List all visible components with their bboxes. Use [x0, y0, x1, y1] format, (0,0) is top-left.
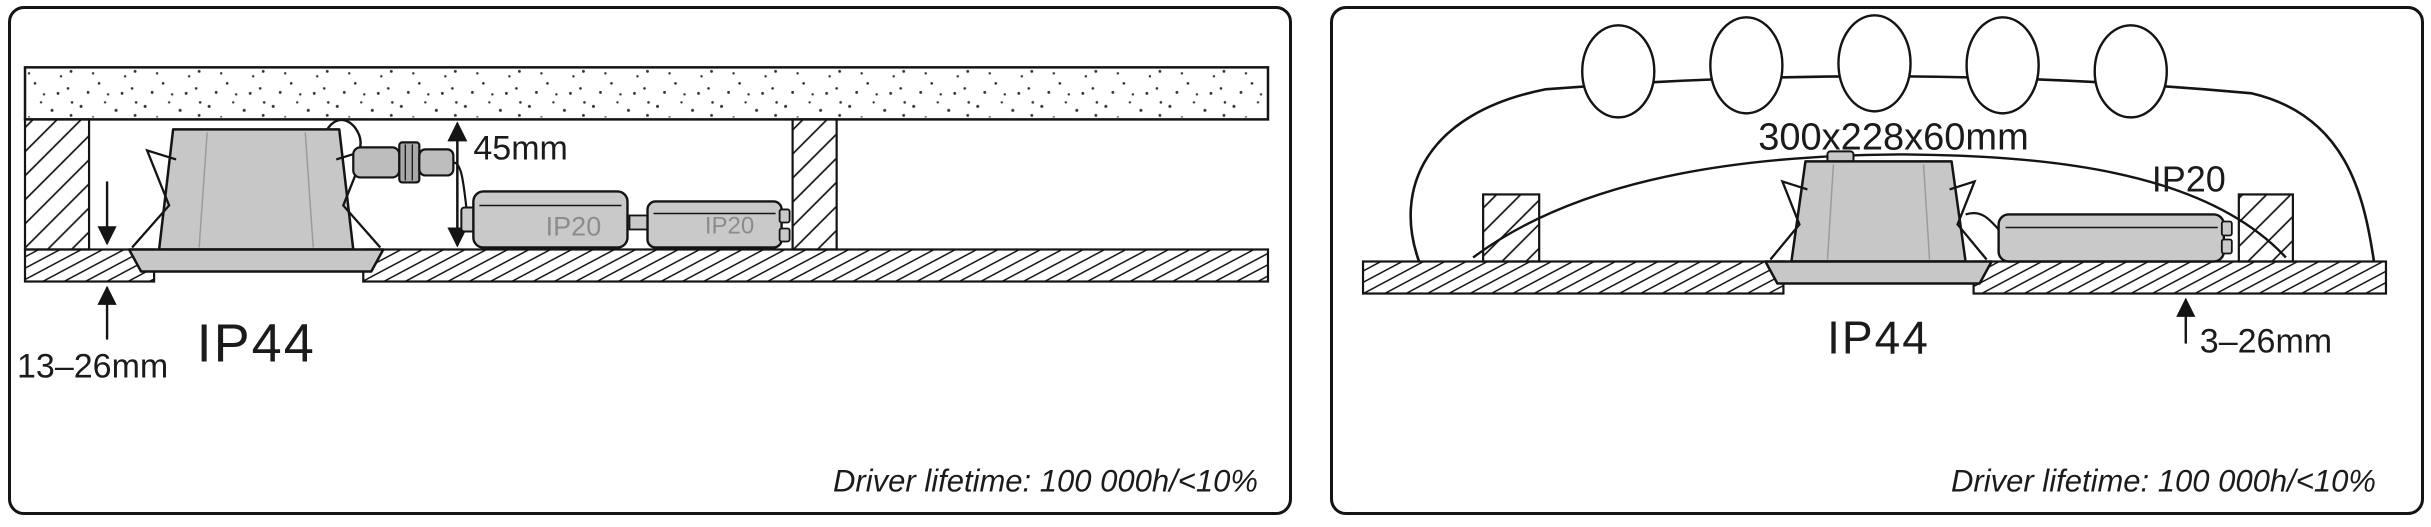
spring-clip-left — [1769, 179, 1808, 261]
driver-box-2: IP20 — [646, 200, 791, 249]
insulation-loop — [1709, 16, 1784, 115]
ceiling-install-panel: 45mm IP20 IP20 13–26mm — [8, 6, 1292, 515]
driver-rating-label: IP20 — [2152, 158, 2226, 199]
driver1-rating-label: IP20 — [546, 211, 602, 241]
driver-box-1: IP20 — [460, 190, 629, 249]
plasterboard-right — [1972, 260, 2388, 295]
insulation-loop — [1581, 24, 1656, 119]
left-joist — [23, 118, 91, 251]
trim-flange — [127, 248, 385, 273]
plug-nut — [398, 141, 421, 184]
insulation-loop — [1965, 16, 2040, 115]
downlight-fixture — [127, 128, 385, 273]
driver-lifetime-note: Driver lifetime: 100 000h/<10% — [1951, 464, 2376, 499]
concrete-slab-speckle — [27, 69, 1266, 118]
insulation-install-panel: 300x228x60mm — [1330, 6, 2424, 515]
spring-clip-right — [1949, 179, 1988, 261]
insulation-underside — [1472, 153, 2287, 259]
fixture-seam-right — [304, 132, 314, 248]
driver-lifetime-note: Driver lifetime: 100 000h/<10% — [833, 464, 1258, 499]
insulation-size-label: 300x228x60mm — [1758, 116, 2029, 158]
right-joist — [2237, 193, 2294, 263]
driver-lead-wire — [453, 161, 468, 208]
driver-latch — [2220, 220, 2233, 237]
fixture-rating-label: IP44 — [197, 314, 316, 374]
board-thickness-label: 3–26mm — [2200, 323, 2332, 361]
plasterboard-left — [1361, 260, 1785, 295]
driver-box — [1997, 213, 2233, 263]
spring-clip-right — [335, 148, 382, 249]
plug-male — [418, 148, 455, 177]
insulation-loop — [2093, 24, 2168, 119]
downlight-fixture — [1764, 150, 1993, 285]
driver-body — [1997, 213, 2226, 263]
fixture-seam-left — [198, 132, 208, 248]
left-joist — [1482, 193, 1541, 263]
spring-clip-left — [131, 148, 177, 249]
fixture-seam-right — [1922, 164, 1931, 260]
driver2-latch — [778, 227, 791, 243]
driver-link-connector — [628, 214, 649, 231]
fixture-body — [157, 128, 355, 251]
driver2-latch — [778, 208, 791, 224]
fixture-seam-left — [1826, 164, 1835, 260]
cavity-depth-label: 45mm — [473, 129, 568, 167]
insulation-install-diagram: 300x228x60mm — [1361, 14, 2388, 499]
trim-flange — [1764, 260, 1993, 285]
fixture-body — [1790, 160, 1967, 263]
plasterboard-right — [362, 248, 1270, 283]
driver2-rating-label: IP20 — [705, 212, 754, 239]
board-thickness-label: 13–26mm — [17, 348, 168, 386]
driver-lead-wire — [1965, 212, 2000, 231]
driver-latch — [2220, 238, 2233, 255]
plug-female — [352, 146, 401, 179]
ceiling-install-diagram: 45mm IP20 IP20 13–26mm — [17, 66, 1270, 499]
fixture-rating-label: IP44 — [1827, 312, 1930, 364]
insulation-loop — [1837, 14, 1912, 113]
cable-connector — [326, 118, 468, 208]
right-joist — [791, 118, 838, 251]
